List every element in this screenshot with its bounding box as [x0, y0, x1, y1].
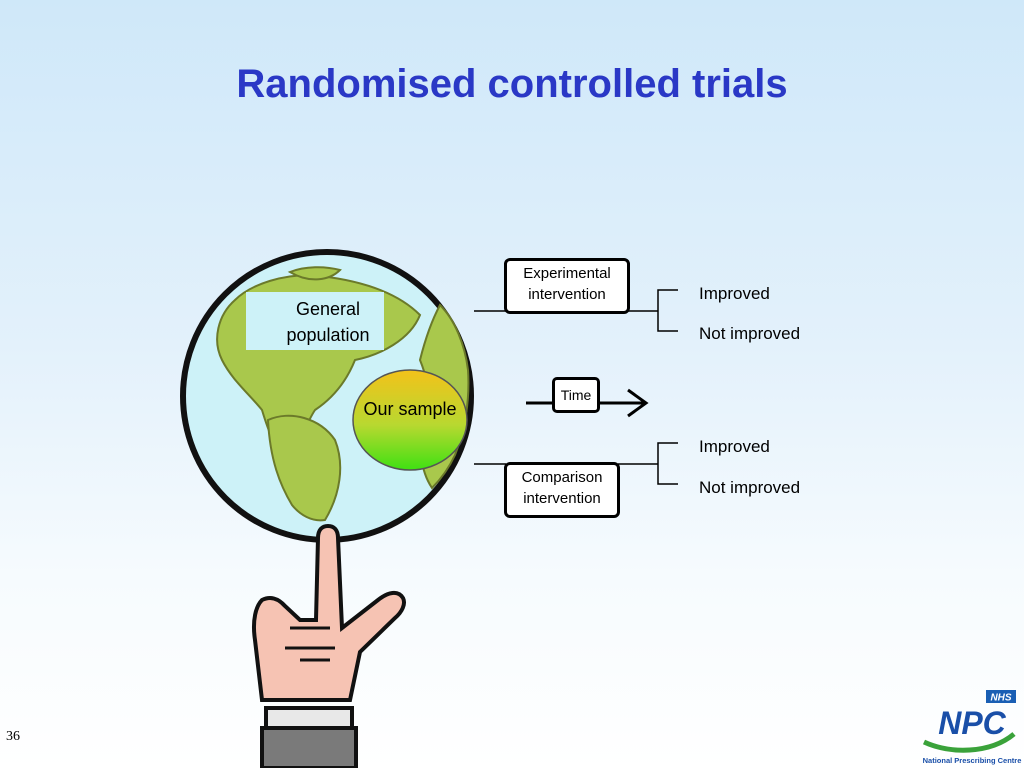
general-population-label: General population [286, 299, 370, 345]
experimental-intervention-box: Experimental intervention [504, 258, 630, 314]
pointing-hand-icon [251, 523, 406, 768]
sample-circle [352, 369, 468, 471]
top-outcome-not-improved: Not improved [699, 324, 801, 343]
npc-caption: National Prescribing Centre [923, 756, 1022, 765]
bottom-outcome-improved: Improved [699, 437, 770, 456]
slide-number: 36 [6, 729, 20, 744]
npc-acronym: NPC [938, 705, 1006, 741]
bottom-outcome-not-improved: Not improved [699, 478, 801, 497]
comparison-intervention-box: Comparison intervention [504, 462, 620, 518]
connector-lines [474, 289, 678, 485]
slide-title: Randomised controlled trials [236, 62, 788, 106]
time-arrow [526, 388, 649, 418]
our-sample-label: Our sample [363, 399, 457, 419]
nhs-badge: NHS [990, 693, 1011, 704]
time-box: Time [552, 377, 600, 413]
top-outcome-improved: Improved [699, 284, 770, 303]
npc-logo: NHS NPC National Prescribing Centre [923, 690, 1022, 765]
